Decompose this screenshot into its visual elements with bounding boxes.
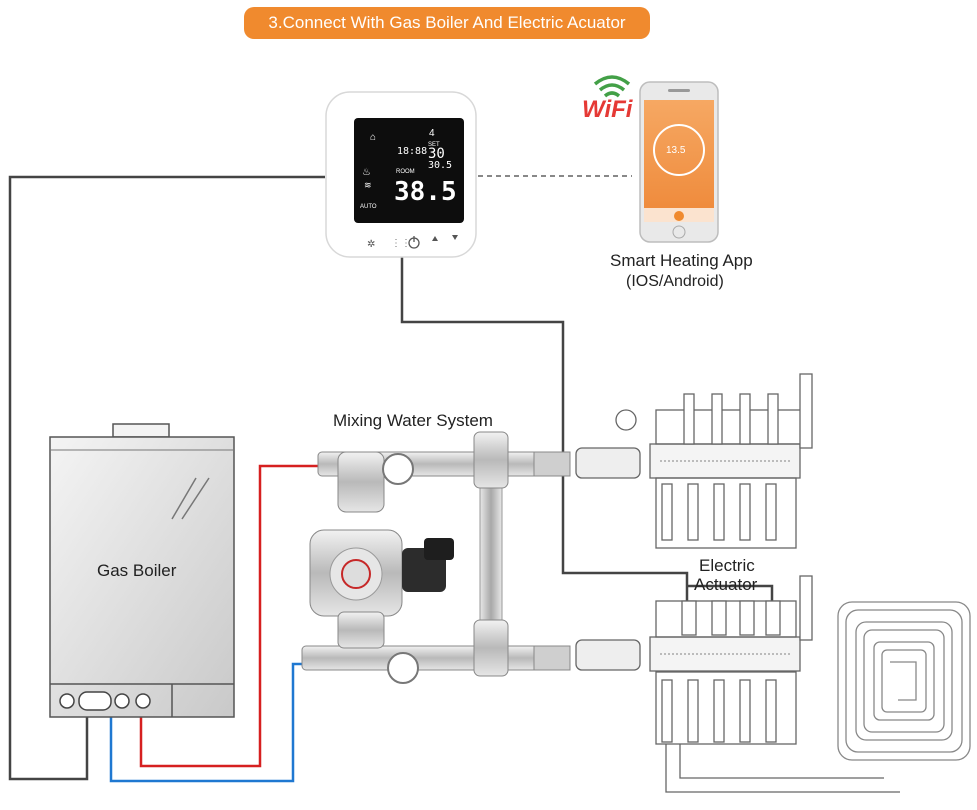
up-arrow-icon (432, 236, 438, 241)
down-arrow-icon (452, 235, 458, 240)
actuator-label-line1: Electric (699, 556, 755, 575)
app-platforms-label: (IOS/Android) (626, 273, 724, 290)
thermostat-clock: 18:88 (397, 146, 427, 157)
flame-icon: ♨ (362, 167, 371, 178)
underfloor-heating-coil (837, 601, 971, 761)
diagram-title: 3.Connect With Gas Boiler And Electric A… (244, 7, 650, 39)
control-wires (8, 175, 774, 781)
wifi-small-icon: ≋ (364, 180, 372, 190)
thermostat-room-temp: 38.5 (394, 177, 457, 207)
thermostat-set-sub: 30.5 (428, 160, 452, 171)
grid-icon: ⋮⋮ (391, 238, 411, 249)
actuator-label-line2: Actuator (694, 575, 758, 594)
thermostat-set-temp: 30 (428, 146, 445, 162)
thermostat-screen (354, 118, 464, 223)
thermometer-top-icon (382, 453, 414, 485)
cold-return-pipe (109, 662, 304, 783)
svg-text:WiFi: WiFi (582, 96, 634, 123)
thermostat-mode: AUTO (360, 204, 377, 210)
mixing-water-system (301, 431, 571, 684)
boiler-thermostat-wire (8, 175, 325, 781)
actuator-bridge-wire (687, 584, 774, 601)
thermostat-actuator-wire (400, 256, 689, 601)
gas-boiler-label: Gas Boiler (97, 561, 177, 580)
svg-text:⌂: ⌂ (370, 132, 376, 143)
gas-boiler (49, 423, 235, 718)
thermometer-bottom-icon (387, 652, 419, 684)
hot-supply-pipe (139, 464, 320, 768)
mixing-system-label: Mixing Water System (333, 411, 493, 430)
app-name-label: Smart Heating App (610, 251, 753, 270)
thermostat-period: 4 (429, 128, 435, 139)
smartphone: 13.5 (639, 81, 719, 243)
thermostat-room-label: ROOM (396, 169, 415, 175)
manifold (575, 373, 900, 793)
wifi-logo-icon: WiFi (582, 75, 634, 123)
phone-temp: 13.5 (666, 145, 686, 156)
manifold-gauge-icon (615, 409, 637, 431)
thermostat-set-label: SET (428, 142, 440, 148)
thermostat: ⌂ 4 18:88 SET 30 30.5 ROOM 38.5 AUTO ♨ ≋… (325, 91, 477, 258)
fan-icon: ✲ (367, 239, 375, 250)
